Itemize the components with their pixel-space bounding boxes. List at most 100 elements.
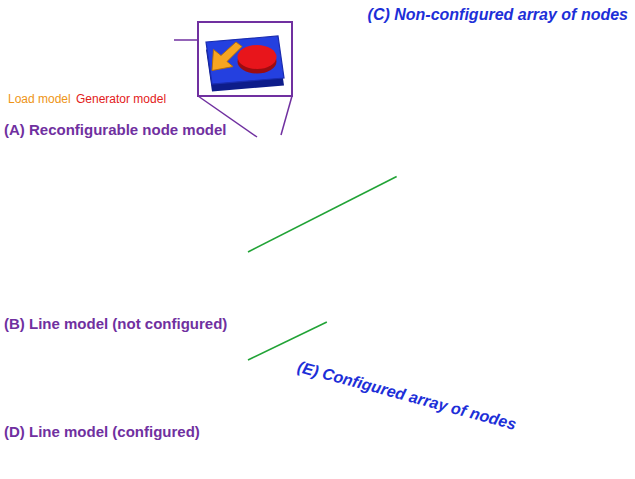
- generator-disc-side: [330, 264, 341, 271]
- line-link: [596, 266, 603, 301]
- generator-disc: [471, 77, 483, 85]
- board-edge: [262, 237, 632, 435]
- node-icon: [312, 147, 337, 165]
- node-base: [437, 246, 459, 260]
- load-arrow: [298, 61, 308, 70]
- generator-disc: [566, 123, 578, 131]
- text-holder: (A) Reconfigurable node model: [4, 121, 227, 139]
- circuit-wire: [8, 381, 12, 383]
- node-base: [285, 328, 307, 342]
- line-link: [350, 72, 363, 100]
- generator-disc-side: [416, 74, 428, 82]
- load-arrow: [542, 257, 551, 265]
- generator-disc-side: [512, 118, 524, 126]
- generator-disc-side: [552, 161, 564, 169]
- dashed-frame: [3, 253, 262, 312]
- node-base-side: [271, 113, 296, 128]
- generator-disc-side: [348, 96, 360, 104]
- line-link: [500, 257, 544, 294]
- ground-symbol: [227, 402, 237, 403]
- node-icon: [351, 64, 376, 82]
- line-link: [363, 44, 376, 72]
- node-base-side: [516, 354, 538, 368]
- node-icon: [530, 45, 555, 63]
- node-base: [530, 45, 555, 60]
- ground-symbol: [29, 297, 35, 298]
- node-base: [366, 159, 391, 174]
- node-icon: [397, 356, 419, 372]
- node-icon: [502, 113, 527, 131]
- ground-symbol: [127, 409, 137, 410]
- generator-disc: [374, 40, 386, 48]
- line-link: [583, 55, 597, 91]
- line-link: [514, 87, 528, 121]
- generator-disc-side: [389, 133, 401, 141]
- text-holder: (C) Non-configured array of nodes: [368, 6, 628, 24]
- load-arrow: [463, 76, 473, 85]
- node-icon: [564, 398, 586, 414]
- generator-disc: [587, 331, 598, 338]
- generator-disc-side: [566, 125, 578, 133]
- generator-disc: [444, 141, 456, 149]
- generator-disc: [348, 95, 360, 103]
- load-arrow: [212, 42, 242, 71]
- line-link: [418, 77, 473, 82]
- load-arrow: [354, 319, 363, 327]
- node-base: [474, 182, 499, 197]
- line-link: [551, 262, 603, 266]
- generator-disc-side: [306, 64, 318, 72]
- node-base-side: [374, 269, 396, 283]
- node-base-side: [571, 366, 593, 380]
- circuit-wire: [180, 273, 188, 275]
- node-base-side: [578, 331, 600, 345]
- load-arrow: [573, 86, 583, 95]
- node-icon: [352, 317, 374, 333]
- node-array-board: (E) Configured array of nodes: [262, 232, 632, 435]
- circuit-wire: [31, 274, 33, 286]
- node-icon: [474, 182, 499, 200]
- node-icon: [453, 370, 475, 386]
- generator-disc: [538, 196, 550, 204]
- node-base-side: [385, 244, 407, 258]
- line-link: [473, 50, 487, 82]
- capacitor-plate: [225, 285, 239, 287]
- node-base: [524, 319, 546, 333]
- node-base: [321, 260, 343, 274]
- line-link: [500, 257, 552, 261]
- circuit-wire: [131, 297, 133, 302]
- line-link: [569, 92, 583, 128]
- zoom-leader: [174, 39, 198, 41]
- text-holder: (D) Line model (configured): [4, 423, 200, 441]
- node-base: [419, 39, 444, 54]
- generator-symbol: [104, 49, 138, 83]
- node-base: [571, 363, 593, 377]
- line-link: [309, 67, 351, 100]
- line-link: [392, 137, 446, 146]
- node-icon: [447, 106, 472, 124]
- node-base-side: [297, 307, 319, 321]
- zoom-frame: [198, 22, 292, 96]
- line-link: [376, 44, 431, 47]
- node-base-side: [309, 285, 331, 299]
- generator-disc-side: [281, 115, 293, 123]
- terminal-dot: [256, 380, 260, 384]
- node-icon: [528, 193, 553, 211]
- node-base-side: [379, 131, 404, 146]
- node-icon: [321, 260, 343, 276]
- generator-disc: [335, 123, 347, 131]
- circuit-wire: [31, 290, 33, 295]
- node-base: [585, 294, 607, 308]
- node-base: [564, 398, 586, 412]
- inductor-symbol: [188, 378, 224, 383]
- node-base-side: [461, 77, 486, 92]
- node-icon: [271, 110, 296, 128]
- generator-disc-side: [293, 89, 305, 97]
- generator-disc: [540, 48, 552, 56]
- generator-disc-side: [430, 174, 442, 182]
- capacitor-plate: [225, 393, 239, 395]
- node-base-side: [309, 36, 334, 51]
- terminal-dot: [6, 272, 10, 276]
- node-base-side: [489, 253, 511, 267]
- node-base: [374, 267, 396, 281]
- generator-disc-side: [484, 47, 496, 55]
